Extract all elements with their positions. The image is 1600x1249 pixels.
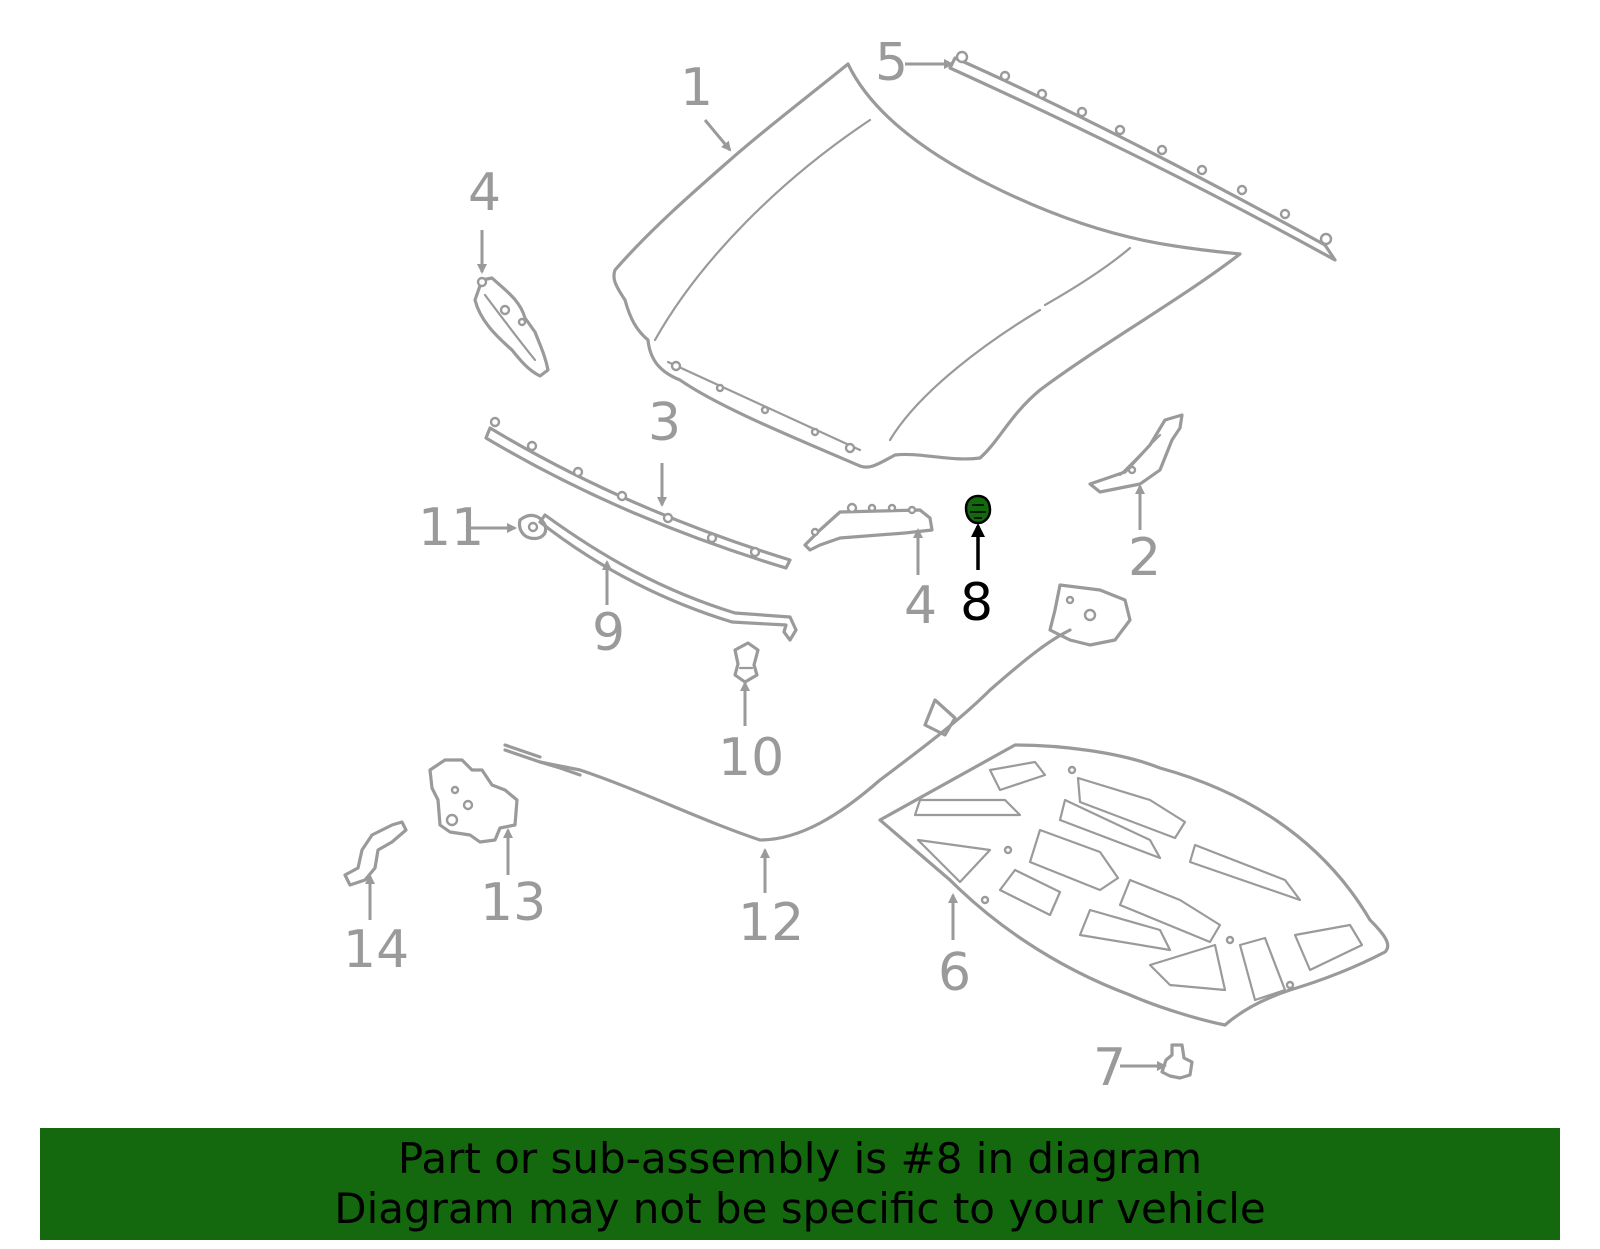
callout-1: 1 [680, 58, 713, 118]
rod-clip-part[interactable] [733, 641, 760, 684]
push-clip-part[interactable] [1160, 1043, 1194, 1080]
callout-1-arrow [703, 119, 732, 152]
latch-bracket-part[interactable] [343, 820, 408, 887]
callout-4b: 4 [904, 576, 937, 636]
hood-panel-part[interactable] [612, 62, 1242, 469]
info-banner: Part or sub-assembly is #8 in diagram Di… [40, 1128, 1560, 1240]
hood-bracket-center-part[interactable] [803, 502, 934, 552]
callout-5: 5 [875, 33, 908, 93]
callout-12: 12 [738, 893, 804, 953]
callout-3: 3 [648, 393, 681, 453]
grommet-part[interactable] [517, 513, 548, 541]
parts-diagram: 1 5 4 3 2 4 8 11 9 10 12 6 7 13 14 [343, 33, 1390, 1098]
callout-13: 13 [480, 873, 546, 933]
callout-14: 14 [343, 920, 409, 980]
callout-9: 9 [592, 603, 625, 663]
hood-insulator-part[interactable] [878, 743, 1390, 1027]
banner-line-1: Part or sub-assembly is #8 in diagram [397, 1134, 1203, 1183]
callout-7: 7 [1093, 1038, 1126, 1098]
hood-hinge-part[interactable] [1088, 413, 1184, 494]
callout-6: 6 [938, 943, 971, 1003]
callout-8[interactable]: 8 [960, 573, 993, 633]
prop-rod-part[interactable] [538, 513, 798, 642]
release-cable-part[interactable] [503, 583, 1132, 842]
callout-11: 11 [418, 498, 484, 558]
front-seal-strip-part[interactable] [484, 416, 792, 570]
hood-weatherstrip-part[interactable] [948, 50, 1337, 262]
callout-2: 2 [1128, 528, 1161, 588]
callout-4a: 4 [468, 163, 501, 223]
hood-latch-part[interactable] [428, 758, 519, 844]
banner-line-2: Diagram may not be specific to your vehi… [334, 1184, 1266, 1233]
hood-bracket-left-part[interactable] [473, 276, 550, 378]
hood-clip-highlighted-part[interactable] [964, 494, 992, 525]
callout-10: 10 [718, 728, 784, 788]
